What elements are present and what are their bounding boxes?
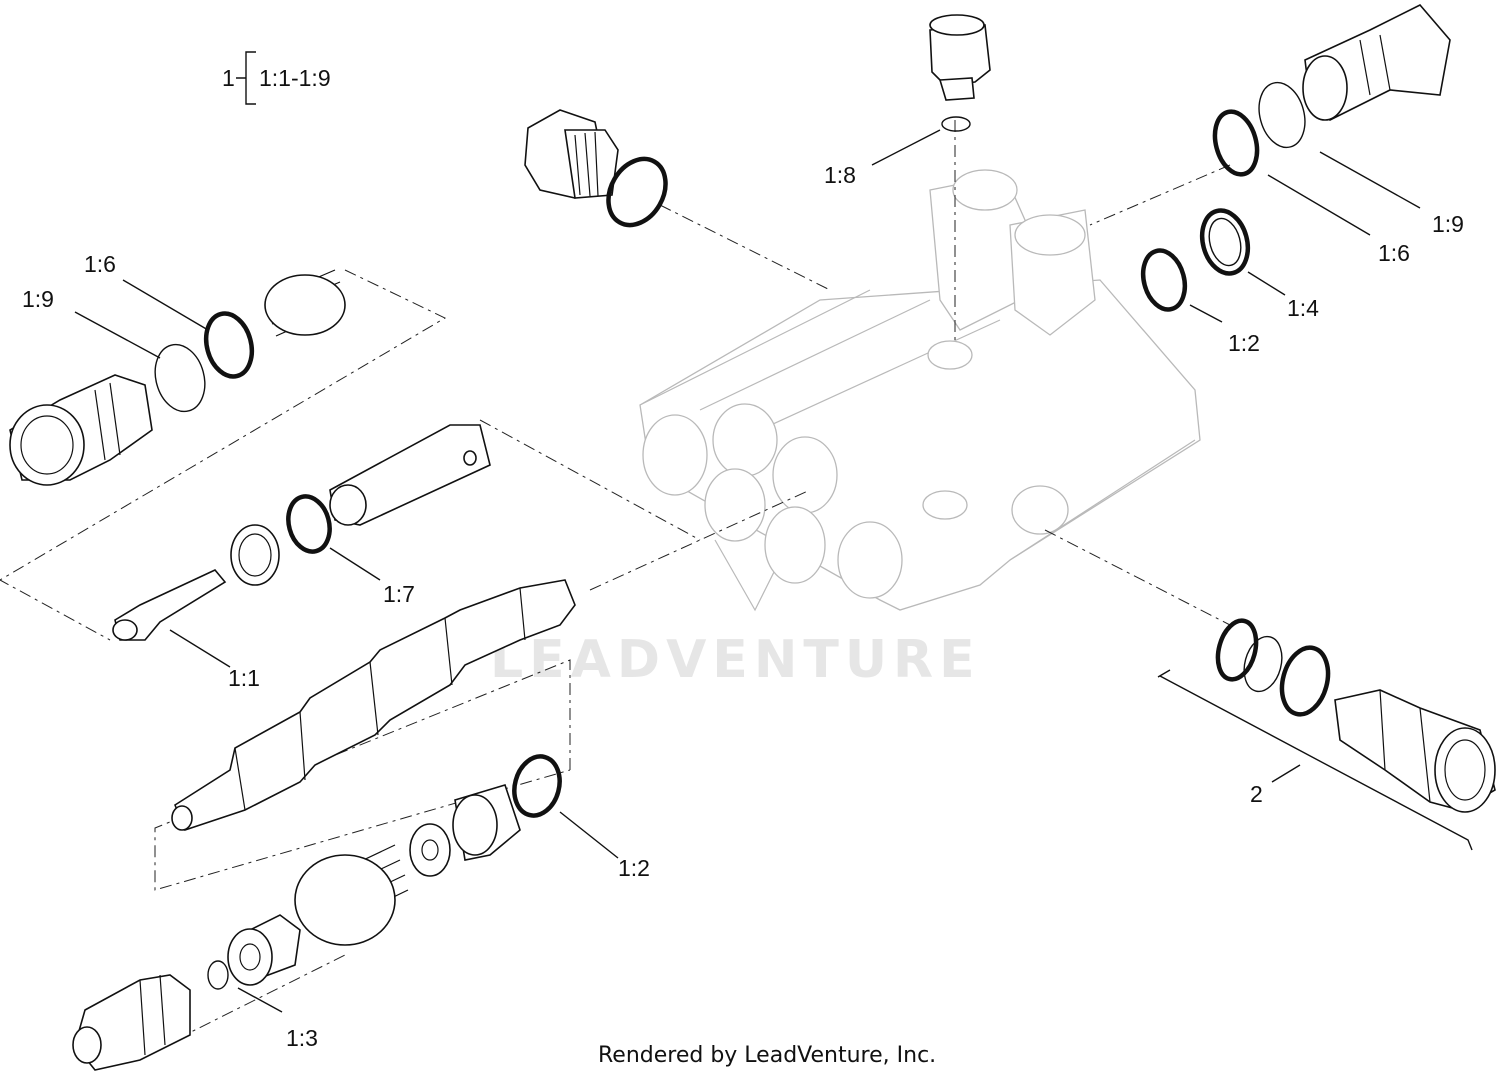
callout-1-1: 1:1 [228,665,260,691]
callout-1-9-right: 1:9 [1432,211,1464,237]
leader-lines [74,129,1421,1013]
legend-range: 1:1-1:9 [259,65,331,91]
legend: 1 1:1-1:9 [222,51,331,105]
part-pin-assembly [112,424,491,641]
callout-1-2-bottom: 1:2 [618,855,650,881]
part-left-plug [524,109,668,228]
part-spring-stack [72,754,562,1071]
footer-credit: Rendered by LeadVenture, Inc. [598,1043,936,1068]
callout-2: 2 [1250,781,1263,807]
valve-body [639,169,1201,611]
part-assembly-2 [1157,618,1496,851]
callout-1-9-left: 1:9 [22,286,54,312]
part-top-cap [929,14,991,132]
part-spool [171,579,576,831]
part-right-fitting [1212,4,1451,177]
center-lines [0,120,1231,1051]
watermark: LEADVENTURE [490,519,981,690]
watermark-text: LEADVENTURE [490,630,981,690]
callout-1-3: 1:3 [286,1025,318,1051]
callout-1-7: 1:7 [383,581,415,607]
callout-1-4: 1:4 [1287,295,1319,321]
callout-1-2-right: 1:2 [1228,330,1260,356]
callout-1-6-right: 1:6 [1378,240,1410,266]
callout-1-8: 1:8 [824,162,856,188]
legend-parent: 1 [222,65,235,91]
callout-labels: 1:8 1:9 1:6 1:4 1:2 1:6 1:9 1:7 1:1 1:2 … [22,162,1464,1051]
part-left-fitting [9,269,346,486]
callout-1-6-left: 1:6 [84,251,116,277]
part-right-rings [1140,208,1251,312]
